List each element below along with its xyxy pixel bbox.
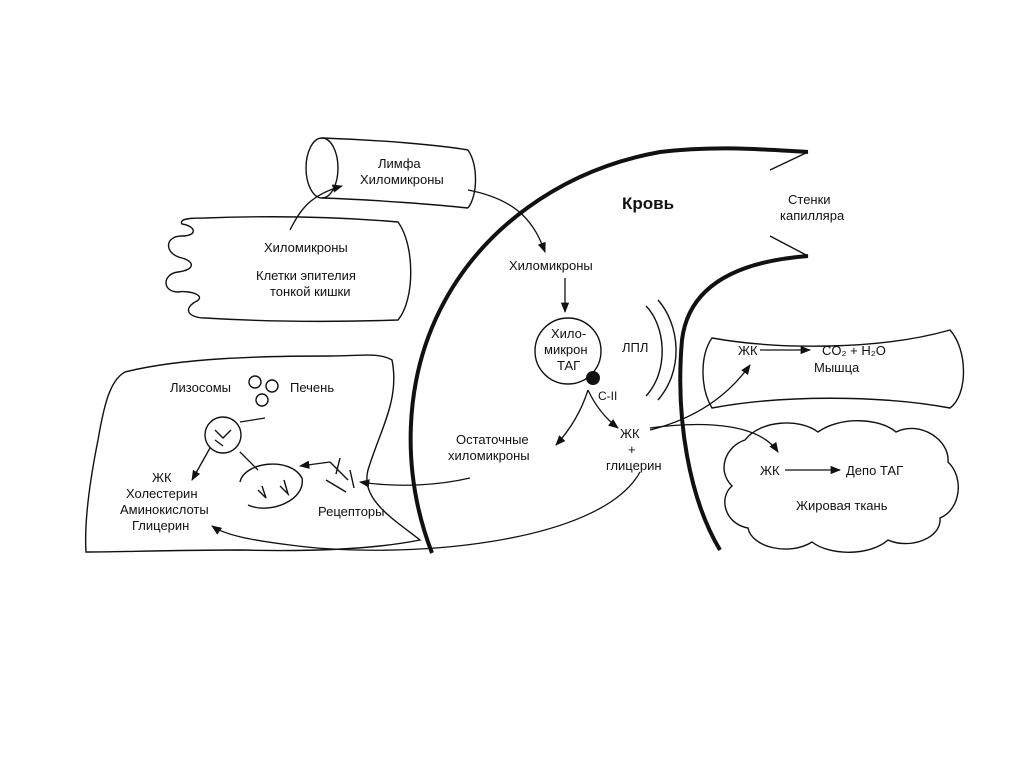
lpl-enzyme [646, 300, 676, 400]
adipose-label: Жировая ткань [796, 498, 887, 514]
chylomicron-tag-label-2: микрон [544, 342, 588, 358]
adipose-fa-label: ЖК [760, 463, 780, 479]
intestine-cells-label-2: тонкой кишки [270, 284, 350, 300]
intestine-cells-label: Клетки эпителия [256, 268, 356, 284]
chylomicron-tag-label-3: ТАГ [557, 358, 580, 374]
capillary-walls-label: Стенки [788, 192, 831, 208]
adipose-cloud [724, 421, 958, 553]
glycerol-label: глицерин [606, 458, 662, 474]
muscle-fa-label: ЖК [738, 343, 758, 359]
intestine-chylomicrons-label: Хиломикроны [264, 240, 348, 256]
receptor-vesicle [240, 458, 354, 508]
apo-cii-label: С-II [598, 388, 617, 404]
lymph-title-label: Лимфа [378, 156, 421, 172]
lysosomes-label: Лизосомы [170, 380, 231, 396]
lymph-chylomicrons-label: Хиломикроны [360, 172, 444, 188]
muscle-label: Мышца [814, 360, 859, 376]
capillary-walls-label-2: капилляра [780, 208, 844, 224]
liver-glycerol-label: Глицерин [132, 518, 189, 534]
plus-label: + [628, 442, 636, 458]
remnant-label: Остаточные [456, 432, 529, 448]
liver-cholesterol-label: Холестерин [126, 486, 198, 502]
lysosome-vesicles [249, 376, 278, 406]
receptors-label: Рецепторы [318, 504, 385, 520]
muscle-products-label: CO₂ + H₂O [822, 343, 886, 359]
blood-label: Кровь [622, 196, 674, 212]
liver-fa-label: ЖК [152, 470, 172, 486]
fatty-acid-label: ЖК [620, 426, 640, 442]
remnant-label-2: хиломикроны [448, 448, 530, 464]
endosome [205, 417, 241, 453]
lpl-label: ЛПЛ [622, 340, 648, 356]
adipose-depot-label: Депо ТАГ [846, 463, 903, 479]
liver-label: Печень [290, 380, 334, 396]
chylomicron-tag-label: Хило- [551, 326, 586, 342]
blood-chylomicrons-label: Хиломикроны [509, 258, 593, 274]
liver-amino-label: Аминокислоты [120, 502, 209, 518]
